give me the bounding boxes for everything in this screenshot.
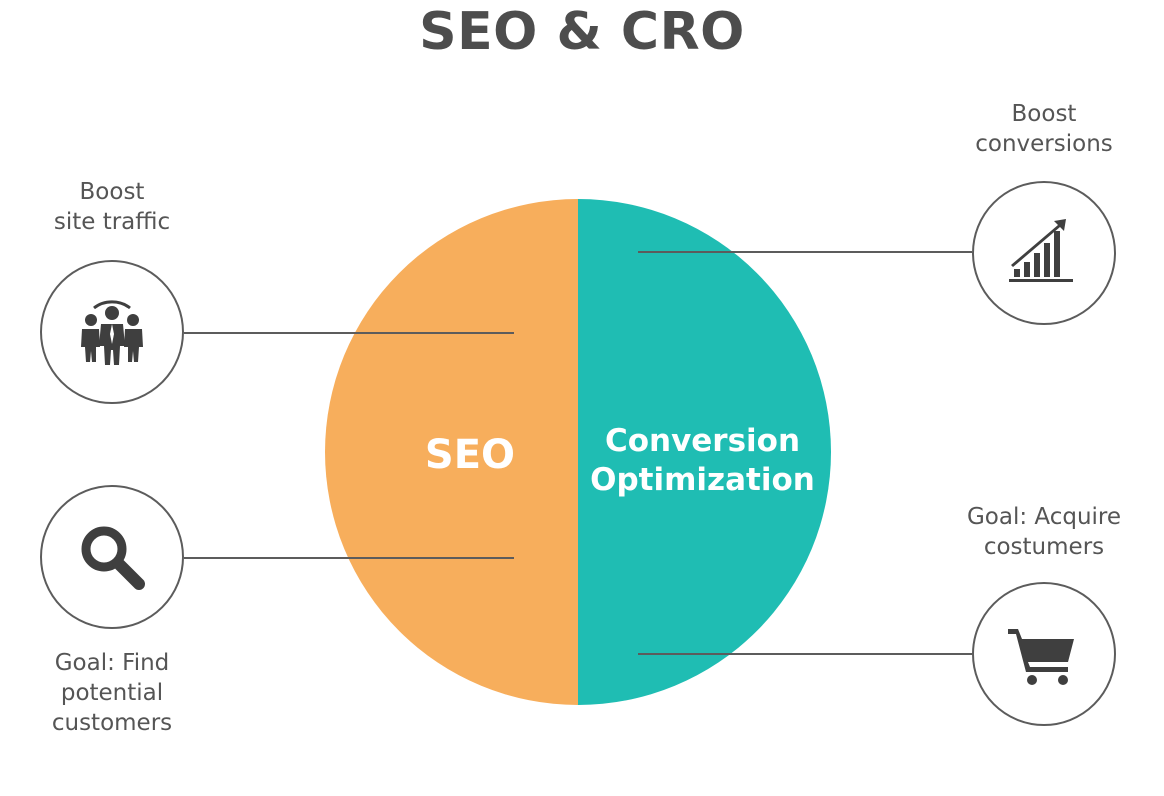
cro-label-line2: Optimization: [590, 462, 815, 498]
growth-chart-icon: [1009, 219, 1073, 282]
boost-traffic-label: Boost site traffic: [53, 179, 171, 235]
seo-half: [325, 199, 578, 705]
cart-icon-circle: [972, 582, 1116, 726]
traffic-icon-circle: [40, 260, 184, 404]
acquire-customers-label: Goal: Acquire costumers: [966, 504, 1122, 560]
cro-label-line1: Conversion: [604, 423, 801, 459]
find-icon-circle: [40, 485, 184, 629]
cro-half: [578, 199, 831, 705]
connector-line-find: [184, 557, 514, 559]
people-group-icon: [81, 300, 143, 365]
diagram-title: SEO & CRO: [419, 2, 745, 62]
boost-conversions-label: Boost conversions: [975, 101, 1113, 157]
shopping-cart-icon: [1008, 629, 1074, 685]
connector-line-acquire: [638, 653, 972, 655]
find-customers-label: Goal: Find potential customers: [51, 650, 173, 736]
cro-label: Conversion Optimization: [590, 422, 815, 500]
connector-line-conversions: [638, 251, 972, 253]
connector-line-traffic: [184, 332, 514, 334]
conversions-icon-circle: [972, 181, 1116, 325]
magnifier-icon: [81, 526, 145, 590]
seo-label: SEO: [424, 432, 516, 478]
